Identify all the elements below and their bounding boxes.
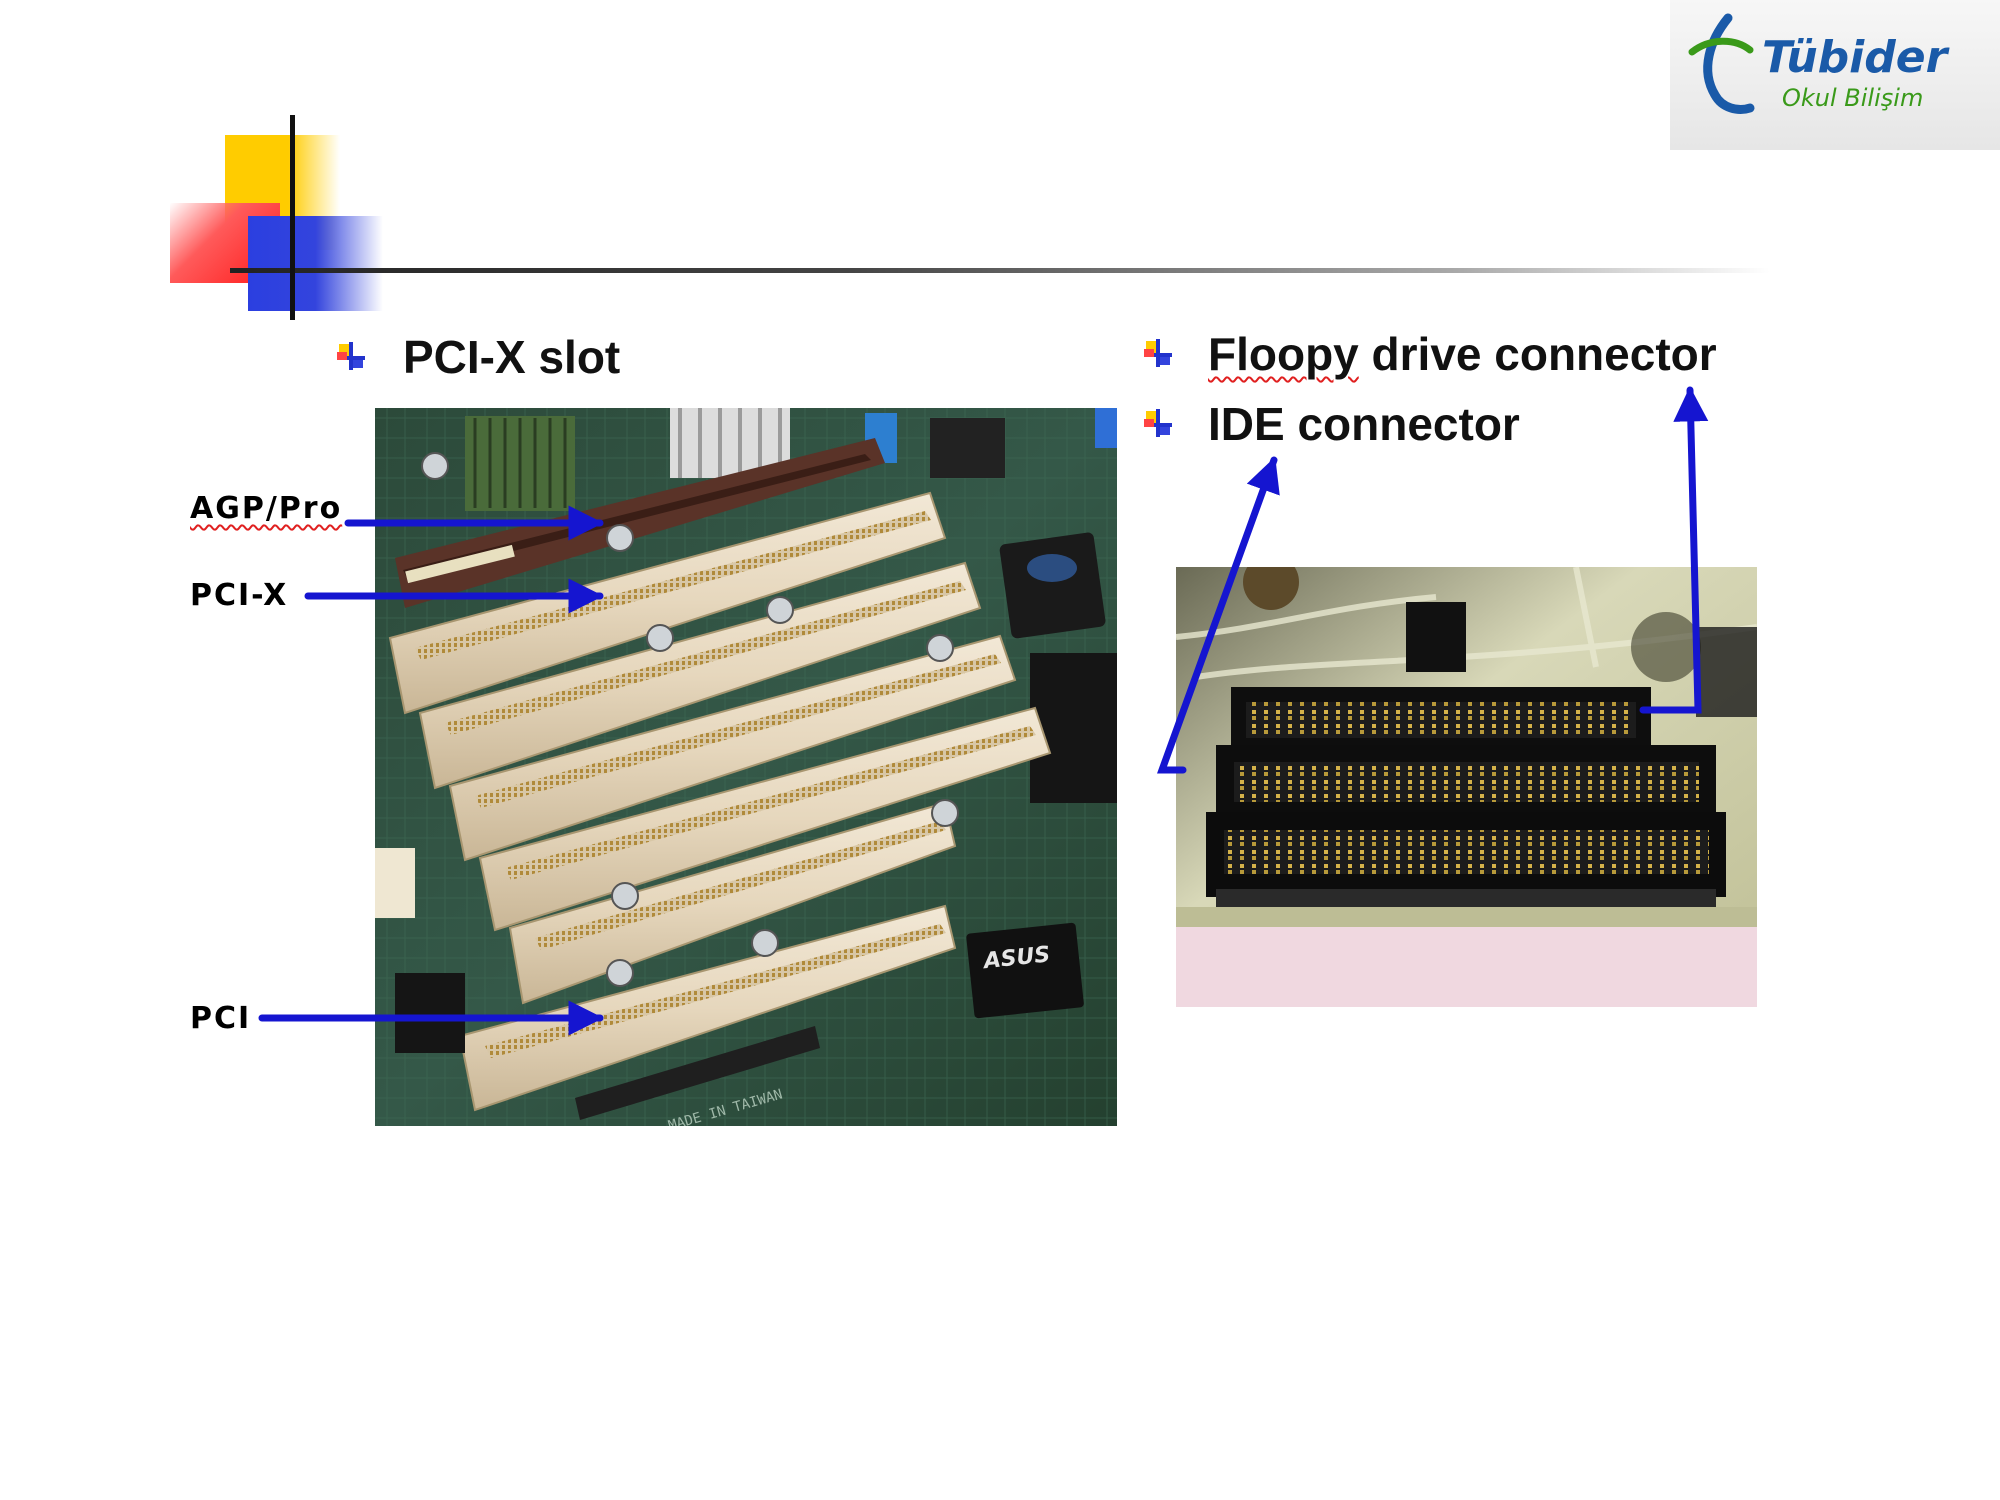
title-divider-line <box>230 268 1770 273</box>
bullet-icon <box>335 340 367 372</box>
decor-blue-square <box>248 216 383 311</box>
logo-name: Tübider <box>1762 32 1950 83</box>
tubider-logo-mark: Tübider Okul Bilişim <box>1688 13 1950 114</box>
label-pci-x: PCI-X <box>190 578 289 613</box>
decor-vertical-line <box>290 115 295 320</box>
heading-pcix-slot: PCI-X slot <box>403 331 621 383</box>
bullet-icon <box>1142 337 1174 369</box>
heading-ide-connector: IDE connector <box>1208 398 1520 450</box>
heading-floppy-connector: Floopy drive connector <box>1208 331 1717 377</box>
logo-subtitle: Okul Bilişim <box>1782 84 1923 112</box>
label-agp-pro: AGP/Pro <box>190 494 342 524</box>
motherboard-slots-photo: ASUS MADE IN TAIWAN <box>375 408 1117 1126</box>
expansion-slots <box>388 491 1052 1112</box>
ide-floppy-connectors-photo <box>1176 567 1757 1007</box>
floppy-word: Floopy <box>1208 328 1359 380</box>
tubider-logo: Tübider Okul Bilişim <box>1670 0 2000 150</box>
bullet-icon <box>1142 407 1174 439</box>
floppy-rest: drive connector <box>1358 328 1717 380</box>
label-agp-pro-text: AGP/Pro <box>190 491 343 526</box>
label-pci: PCI <box>190 1001 252 1036</box>
